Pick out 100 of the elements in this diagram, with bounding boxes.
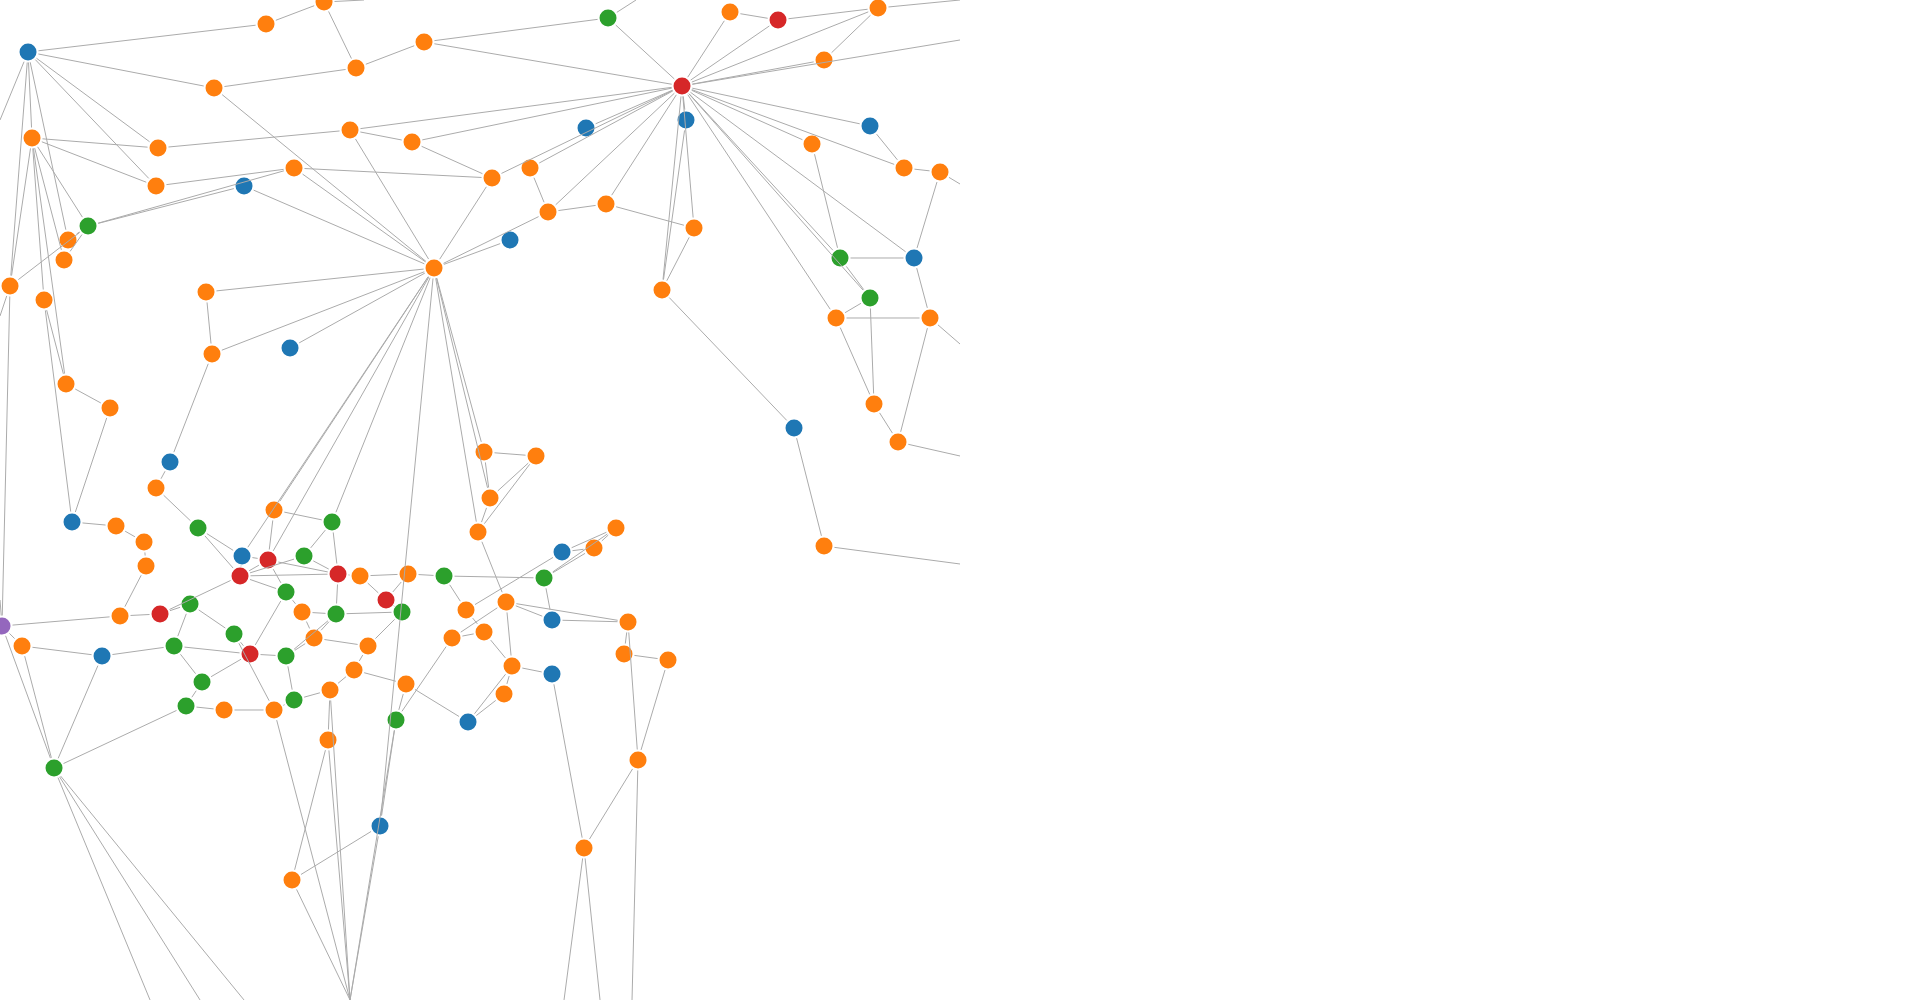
connector-line — [787, 8, 869, 20]
connector-line — [210, 658, 242, 678]
node-circle — [479, 487, 501, 509]
connector-line — [483, 463, 531, 525]
connector-line — [298, 272, 426, 344]
connector-line — [165, 168, 285, 186]
connector-line — [359, 131, 403, 141]
connector-line — [690, 25, 770, 81]
node-circle — [191, 671, 213, 693]
connector-line — [124, 530, 136, 538]
connector-line — [44, 309, 72, 513]
connector-line — [481, 507, 488, 523]
connector-line — [97, 170, 285, 224]
connector-line — [32, 147, 66, 375]
connector-line — [253, 189, 425, 265]
node-circle — [283, 157, 305, 179]
node-circle — [187, 517, 209, 539]
node-circle — [343, 659, 365, 681]
connector-line — [552, 533, 608, 573]
node-circle — [919, 307, 941, 329]
connector-line — [359, 86, 673, 130]
connector-line — [337, 676, 347, 684]
connector-line — [691, 89, 803, 141]
node-circle — [525, 445, 547, 467]
connector-line — [461, 633, 475, 637]
connector-line — [0, 599, 2, 616]
connector-line — [305, 621, 311, 629]
node-circle — [319, 679, 341, 701]
connector-line — [0, 61, 25, 121]
connector-line — [195, 706, 215, 710]
connector-line — [449, 584, 461, 602]
node-circle — [179, 593, 201, 615]
node-circle — [99, 397, 121, 419]
connector-line — [204, 535, 234, 569]
connector-line — [615, 24, 675, 80]
node-circle — [213, 699, 235, 721]
connector-line — [913, 168, 931, 172]
node-circle — [203, 77, 225, 99]
connector-line — [663, 129, 686, 281]
connector-line — [640, 669, 666, 751]
connector-line — [421, 145, 483, 175]
connector-line — [303, 692, 321, 698]
connector-line — [238, 642, 270, 702]
connector-line — [481, 541, 503, 593]
node-circle — [929, 161, 951, 183]
connector-line — [328, 10, 352, 60]
connector-line — [221, 94, 427, 262]
connector-line — [336, 583, 338, 604]
connector-line — [370, 573, 399, 577]
node-circle — [325, 603, 347, 625]
node-circle — [481, 167, 503, 189]
connector-line — [436, 277, 489, 489]
connector-line — [177, 613, 187, 637]
connector-line — [74, 388, 102, 404]
connector-line — [443, 243, 501, 265]
connector-line — [442, 216, 540, 264]
connector-line — [691, 89, 895, 165]
connector-line — [168, 130, 341, 148]
node-circle — [17, 41, 39, 63]
connector-line — [206, 533, 234, 551]
connector-line — [615, 206, 685, 226]
connector-line — [206, 301, 212, 345]
connector-line — [283, 511, 323, 521]
connector-line — [916, 267, 928, 309]
node-circle — [859, 287, 881, 309]
connector-line — [183, 646, 241, 654]
node-circle — [231, 545, 253, 567]
connector-line — [37, 53, 205, 87]
node-circle — [473, 621, 495, 643]
node-circle — [493, 683, 515, 705]
node-circle — [33, 289, 55, 311]
connector-line — [844, 302, 862, 314]
node-circle — [133, 531, 155, 553]
connector-line — [687, 20, 725, 78]
connector-line — [472, 617, 478, 625]
connector-line — [312, 612, 327, 614]
node-circle — [473, 441, 495, 463]
connector-line — [355, 138, 430, 260]
node-circle — [255, 13, 277, 35]
connector-line — [34, 59, 150, 179]
node-circle — [801, 133, 823, 155]
node-circle — [195, 281, 217, 303]
node-circle — [159, 451, 181, 473]
node-circle — [279, 337, 301, 359]
node-circle — [671, 75, 693, 97]
node-circle — [495, 591, 517, 613]
connector-line — [814, 153, 838, 249]
connector-line — [36, 57, 151, 143]
connector-line — [12, 616, 111, 626]
connector-line — [11, 147, 31, 277]
connector-line — [5, 635, 51, 759]
connector-line — [46, 309, 64, 375]
node-circle — [397, 563, 419, 585]
connector-line — [739, 13, 769, 19]
node-circle — [651, 279, 673, 301]
node-circle — [55, 373, 77, 395]
connector-line — [475, 699, 497, 717]
node-circle — [719, 1, 741, 23]
connector-line — [293, 620, 329, 650]
connector-line — [275, 5, 315, 21]
